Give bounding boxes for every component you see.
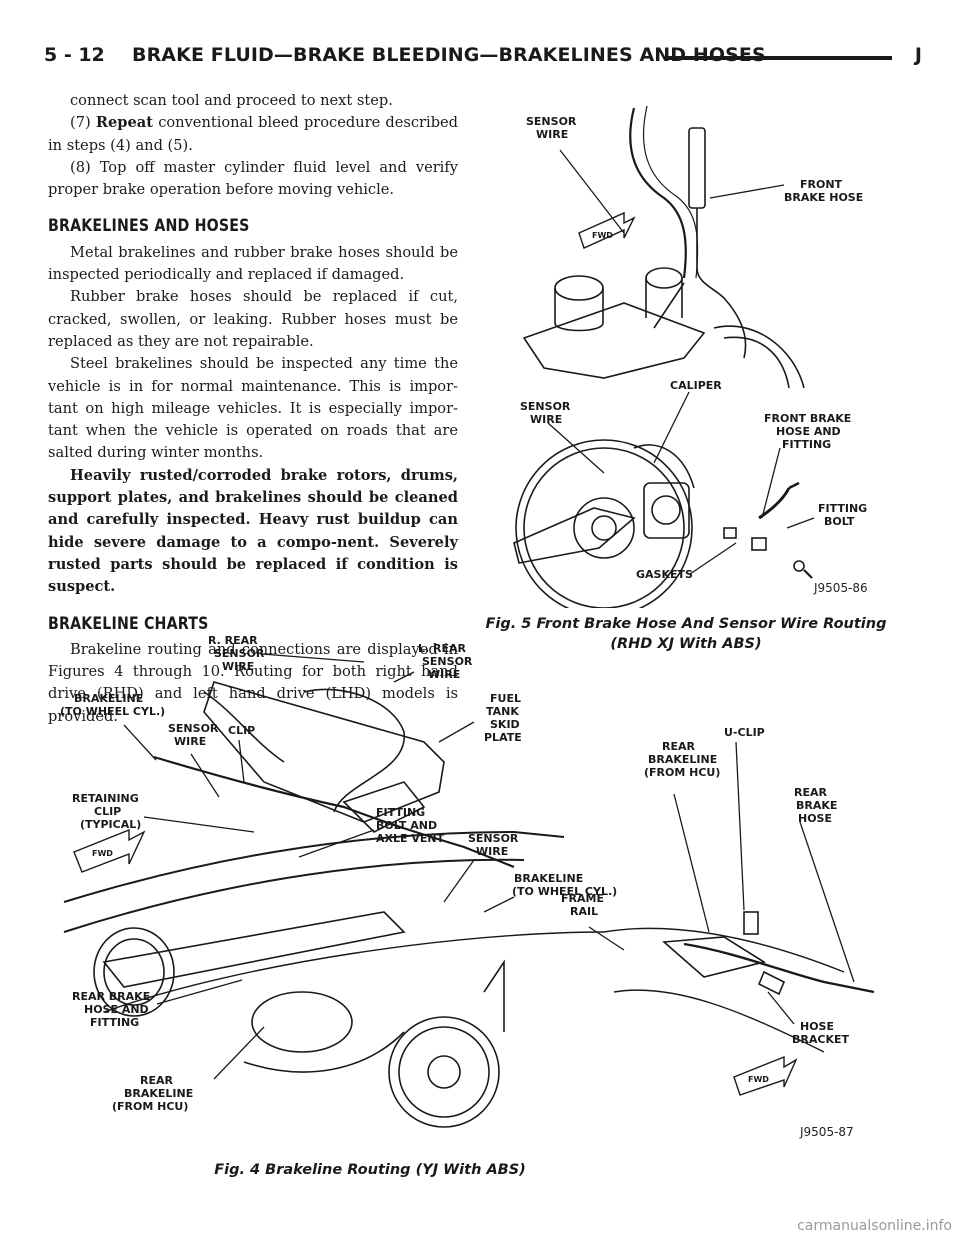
label-fwd-arrow-left: FWD <box>92 849 113 858</box>
paragraph: Rubber brake hoses should be replaced if… <box>48 288 458 350</box>
step-keyword: Repeat <box>95 114 153 132</box>
label-fwd-arrow-right: FWD <box>748 1075 769 1084</box>
header-rule <box>668 56 892 60</box>
section-heading-brakelines: BRAKELINES AND HOSES <box>48 216 250 236</box>
label-gaskets: GASKETS <box>636 568 693 581</box>
step-number: (7) <box>70 114 91 132</box>
label-brakeline-wheel-cyl: BRAKELINE(TO WHEEL CYL.) <box>60 692 165 718</box>
paragraph: Metal brakelines and rubber brake hoses … <box>48 243 458 284</box>
label-fwd-arrow: FWD <box>592 231 613 240</box>
figure-code: J9505-87 <box>799 1125 854 1139</box>
figure-5-caption-line1: Fig. 5 Front Brake Hose And Sensor Wire … <box>485 616 887 632</box>
figure-4-caption: Fig. 4 Brakeline Routing (YJ With ABS) <box>214 1162 526 1178</box>
warning-text: Heavily rusted/corroded brake rotors, dr… <box>48 466 458 596</box>
paragraph: Steel brakelines should be inspected any… <box>48 355 458 462</box>
paragraph-step-7: (7) Repeat conventional bleed procedure … <box>48 112 458 157</box>
section-letter: J <box>914 44 922 66</box>
figure-5-caption: Fig. 5 Front Brake Hose And Sensor Wire … <box>476 614 896 654</box>
text-column: connect scan tool and proceed to next st… <box>48 90 458 728</box>
paragraph-warning: Heavily rusted/corroded brake rotors, dr… <box>48 465 458 599</box>
label-clip: CLIP <box>228 724 255 737</box>
step-text: conventional bleed procedure described i… <box>48 114 459 154</box>
page-number: 5 - 12 <box>44 44 105 66</box>
label-u-clip: U-CLIP <box>724 726 765 739</box>
page-header: 5 - 12 BRAKE FLUID—BRAKE BLEEDING—BRAKEL… <box>44 40 922 70</box>
label-caliper: CALIPER <box>670 379 722 392</box>
watermark: carmanualsonline.info <box>797 1218 952 1234</box>
figure-5-caption-line2: (RHD XJ With ABS) <box>610 636 762 652</box>
page-title: BRAKE FLUID—BRAKE BLEEDING—BRAKELINES AN… <box>132 44 766 66</box>
figure-code: J9505-86 <box>813 581 868 595</box>
paragraph: connect scan tool and proceed to next st… <box>70 92 393 109</box>
label-brakeline-wheel-cyl-2: BRAKELINE(TO WHEEL CYL.) <box>512 872 617 898</box>
paragraph-step-8: (8) Top off master cylinder fluid level … <box>48 158 458 199</box>
section-heading-charts: BRAKELINE CHARTS <box>48 613 209 633</box>
